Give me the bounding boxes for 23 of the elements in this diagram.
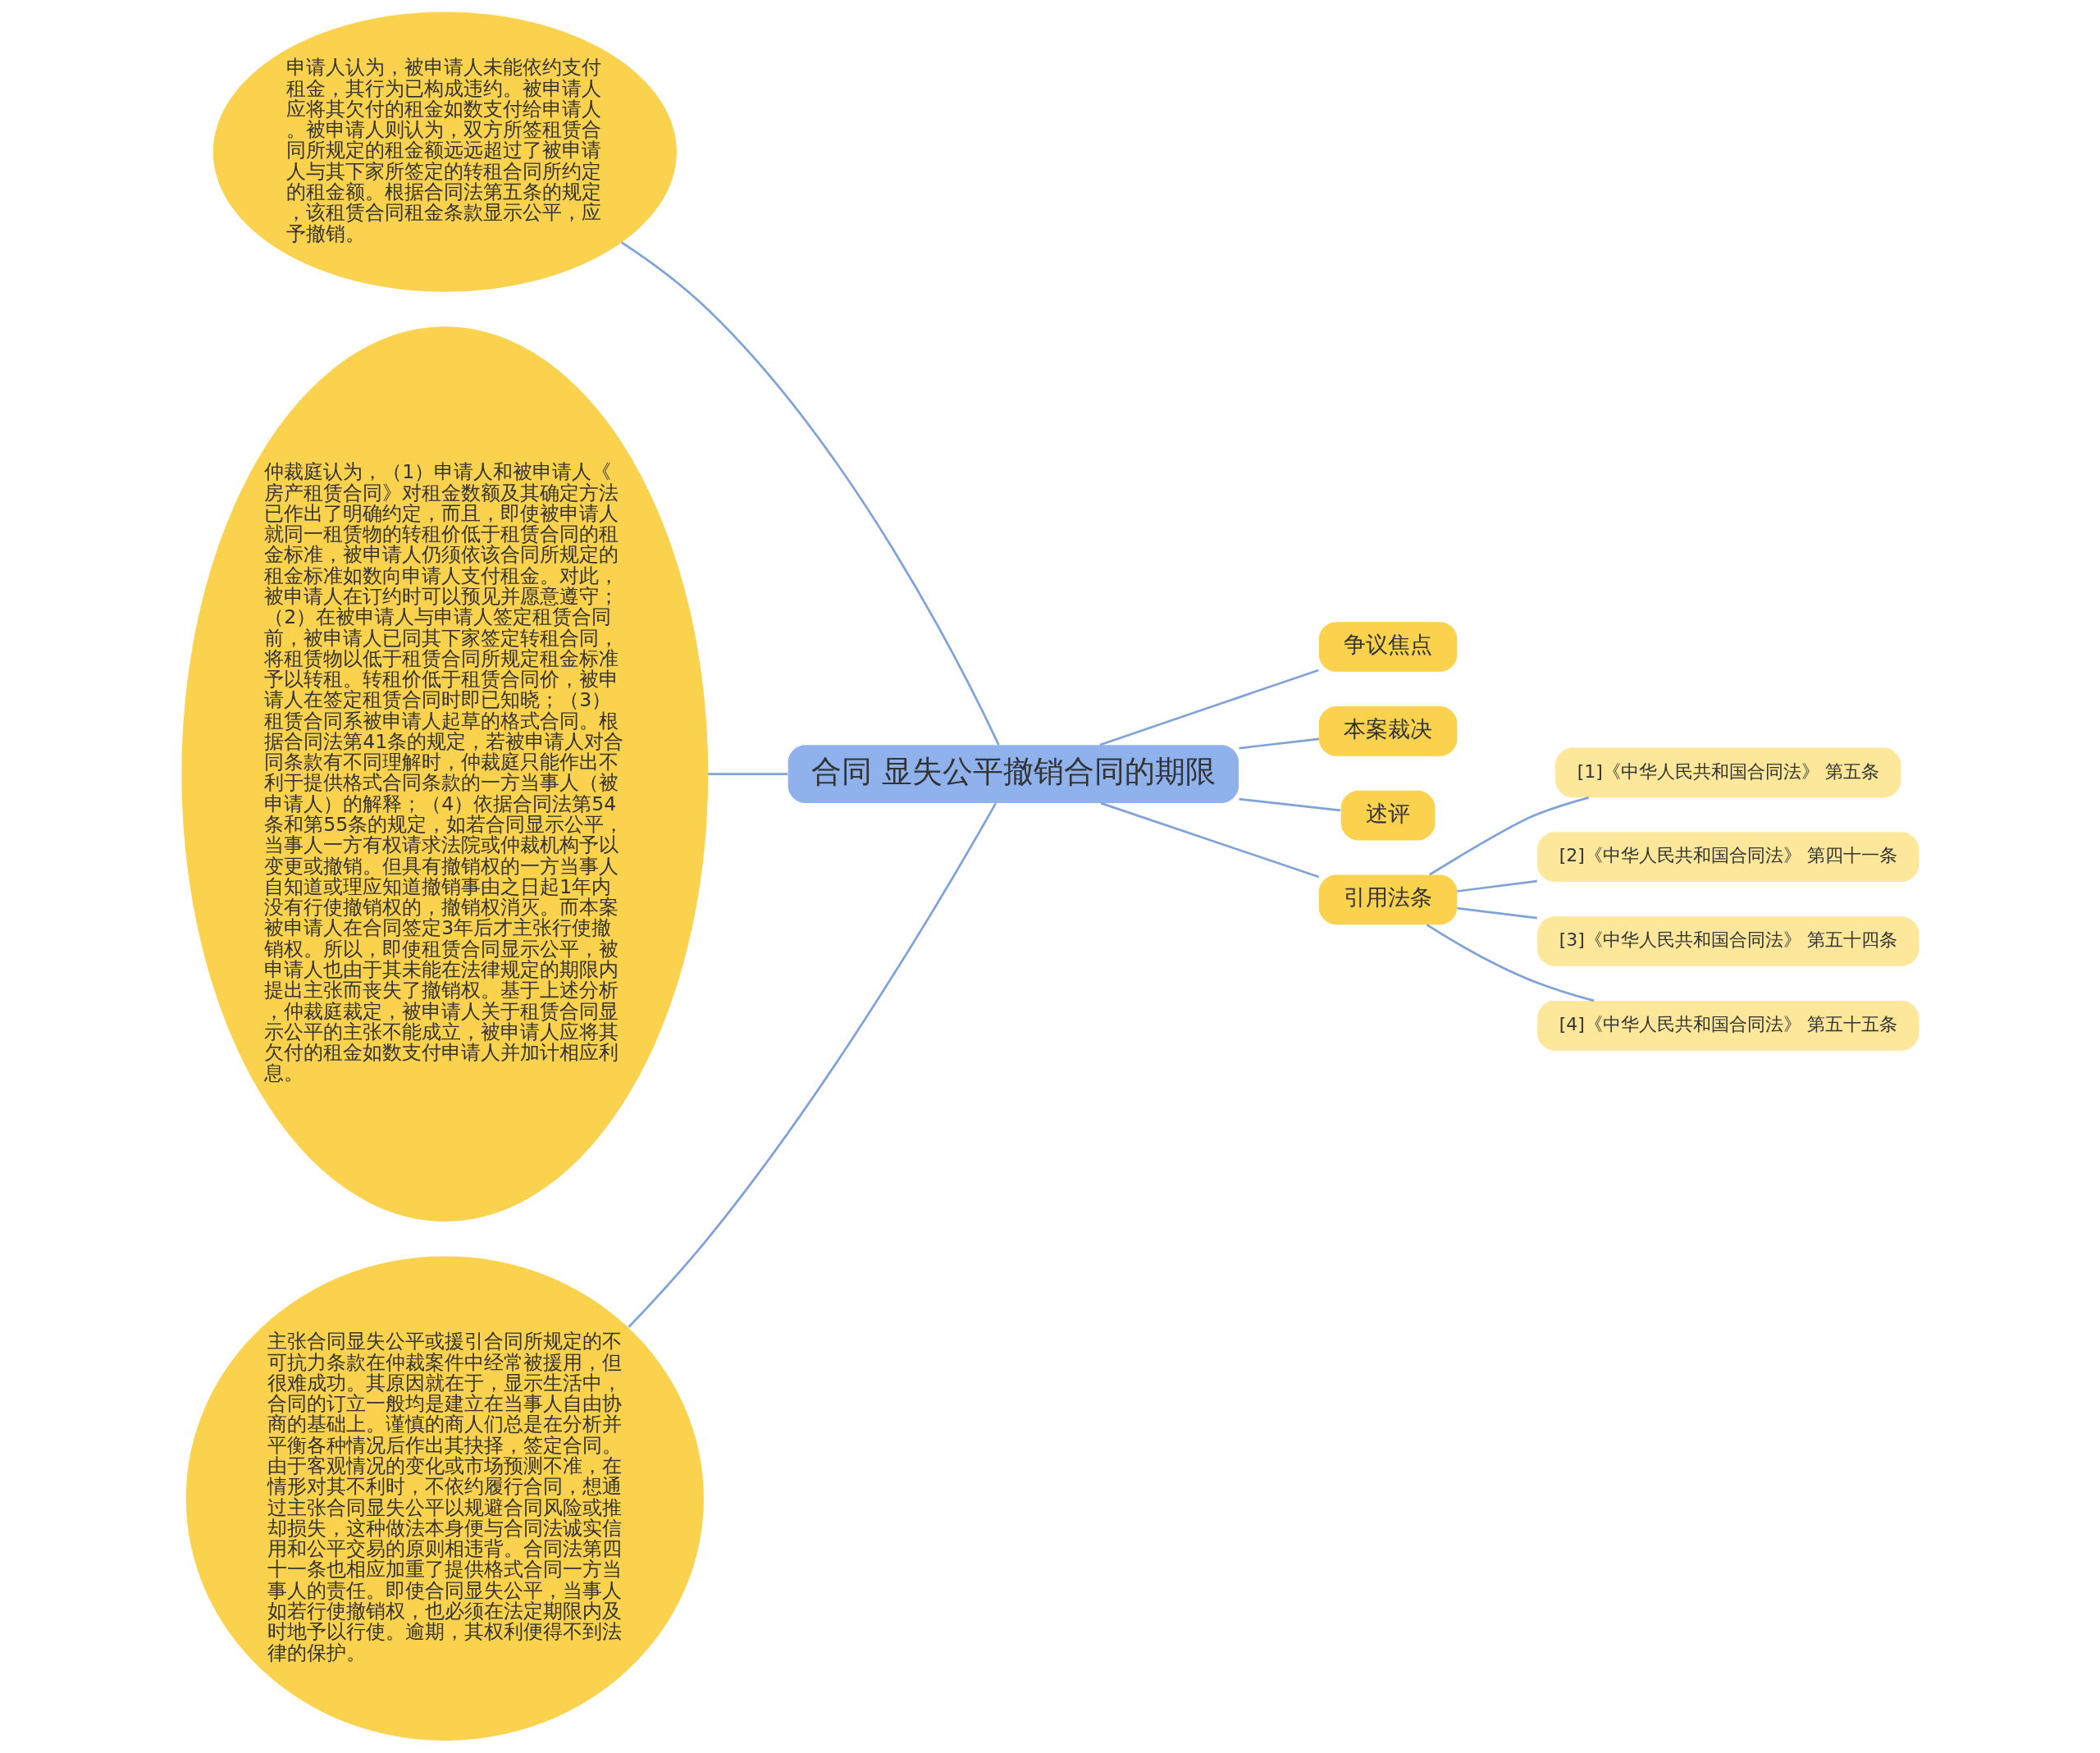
- node-circle: 主张合同显失公平或援引合同所规定的不可抗力条款在仲裁案件中经常被援用，但很难成功。其原因就在于，显示生活中，合同的订立一般均是建立在当事人自由协商的基础上。谨慎的商人们总是在分析并平衡各种情况后作出其抉择，签定合同。由于客观情况的变化或市场预测不准，在情形对其不利时，不依约履行合同，想通过主张合同显失公平以规避合同风险或推却损失，这种做法本身便与合同法诚实信用和公平交易的原则相违背。合同法第四十一条也相应加重了提供格式合同一方当事人的责任。即使合同显失公平，当事人如若行使撤销权，也必须在法定期限内及时地予以行使。逾期，其权利便得不到法律的保护。: [185, 1256, 704, 1742]
- connector: [1238, 737, 1319, 750]
- node-box: [2]《中华人民共和国合同法》 第四十一条: [1536, 832, 1919, 883]
- node-box: 合同 显失公平撤销合同的期限: [788, 745, 1239, 803]
- connector: [1099, 669, 1319, 746]
- connector: [1428, 797, 1589, 876]
- node-box: [3]《中华人民共和国合同法》 第五十四条: [1536, 916, 1919, 966]
- node-box: 引用法条: [1318, 874, 1457, 925]
- connector: [1426, 924, 1594, 1002]
- connector: [628, 802, 997, 1328]
- connector: [1456, 906, 1537, 920]
- node-ellipse: 申请人认为，被申请人未能依约支付租金，其行为已构成违约。被申请人应将其欠付的租金如数支付给申请人。被申请人则认为，双方所签租赁合同所规定的租金额远远超过了被申请人与其下家所签定的转租合同所约定的租金额。根据合同法第五条的规定，该租赁合同租金条款显示公平，应予撤销。: [212, 11, 677, 292]
- node-box: 争议焦点: [1318, 622, 1457, 672]
- connector: [1238, 797, 1340, 812]
- connector: [1456, 879, 1537, 892]
- node-box: 述评: [1340, 790, 1435, 841]
- connector: [1100, 801, 1319, 879]
- node-ellipse: 仲裁庭认为，（1）申请人和被申请人《房产租赁合同》对租金数额及其确定方法已作出了明确约定，而且，即使被申请人就同一租赁物的转租价低于租赁合同的租金标准，被申请人仍须依该合同所规定的租金标准如数向申请人支付租金。对此，被申请人在订约时可以预见并愿意遵守；（2）在被申请人与申请人签定租赁合同前，被申请人已同其下家签定转租合同，将租赁物以低于租赁合同所规定租金标准予以转租。转租价低于租赁合同价，被申请人在签定租赁合同时即已知晓；（3）租赁合同系被申请人起草的格式合同。根据合同法第41条的规定，若被申请人对合同条款有不同理解时，仲裁庭只能作出不利于提供格式合同条款的一方当事人（被申请人）的解释；（4）依据合同法第54条和第55条的规定，如若合同显示公平，当事人一方有权请求法院或仲裁机构予以变更或撤销。但具有撤销权的一方当事人自知道或理应知道撤销事由之日起1年内没有行使撤销权的，撤销权消灭。而本案被申请人在合同签定3年后才主张行使撤销权。所以，即使租赁合同显示公平，被申请人也由于其未能在法律规定的期限内提出主张而丧失了撤销权。基于上述分析，仲裁庭裁定，被申请人关于租赁合同显示公平的主张不能成立，被申请人应将其欠付的租金如数支付申请人并加计相应利息。: [180, 326, 708, 1222]
- node-box: [4]《中华人民共和国合同法》 第五十五条: [1536, 1001, 1919, 1051]
- node-box: [1]《中华人民共和国合同法》 第五条: [1554, 747, 1901, 798]
- connector: [707, 773, 788, 775]
- node-box: 本案裁决: [1318, 706, 1457, 756]
- connector: [620, 241, 1000, 746]
